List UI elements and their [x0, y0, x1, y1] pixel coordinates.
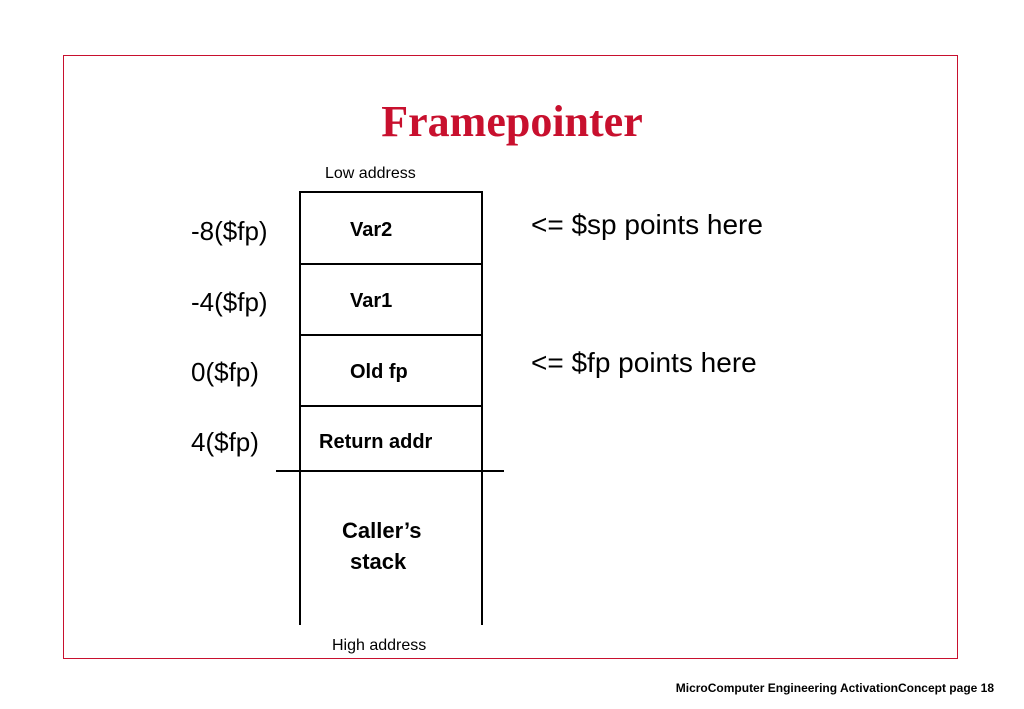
slide-title: Framepointer: [381, 97, 643, 146]
offset-label: 4($fp): [191, 427, 259, 457]
sp-pointer-label: <= $sp points here: [531, 209, 763, 240]
stack-cell-var1: Var1: [350, 290, 393, 312]
stack-diagram: [299, 191, 483, 625]
frame-boundary-line: [276, 470, 504, 472]
callers-stack-label-line2: stack: [350, 549, 407, 574]
stack-divider: [299, 263, 483, 265]
stack-divider: [299, 334, 483, 336]
fp-pointer-label: <= $fp points here: [531, 347, 757, 378]
high-address-label: High address: [332, 637, 427, 654]
slide-frame: [63, 55, 958, 659]
offset-label: -4($fp): [191, 287, 268, 317]
stack-divider: [299, 405, 483, 407]
callers-stack-label-line1: Caller’s: [342, 518, 422, 543]
offset-label: -8($fp): [191, 216, 268, 246]
stack-cell-var2: Var2: [350, 219, 393, 241]
stack-cell-return-addr: Return addr: [319, 431, 433, 453]
slide-footer: MicroComputer Engineering ActivationConc…: [675, 681, 994, 695]
offset-label: 0($fp): [191, 357, 259, 387]
stack-cell-old-fp: Old fp: [350, 361, 408, 383]
low-address-label: Low address: [325, 165, 416, 182]
